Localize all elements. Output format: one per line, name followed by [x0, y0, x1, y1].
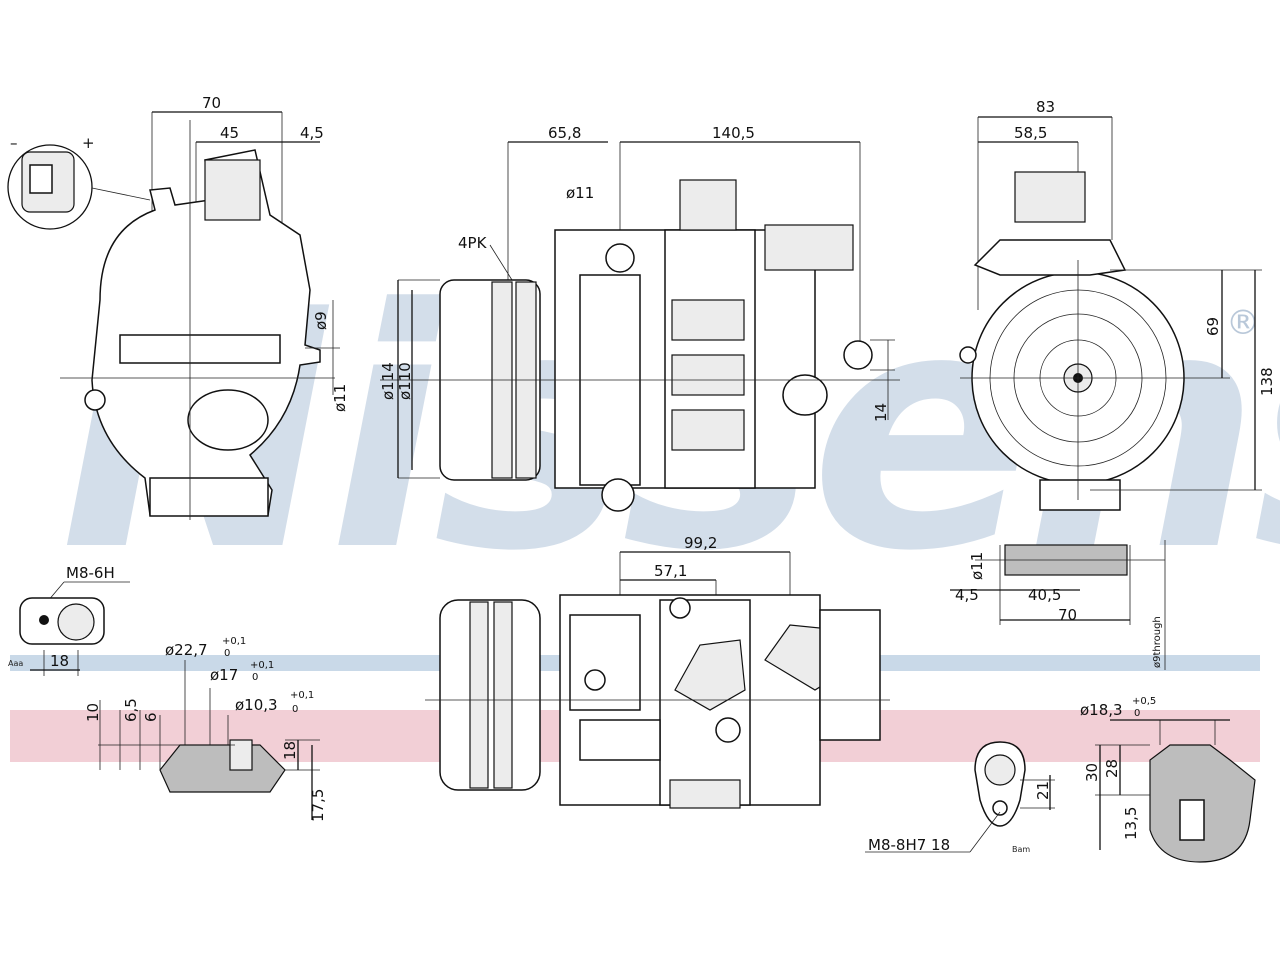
port-left-d17-tol-up: +0,1 [250, 660, 274, 671]
port-right-d18-3-tol-low: 0 [1134, 708, 1140, 719]
port-left-dim-18b: 18 [281, 741, 299, 760]
port-left-d17: ø17 [210, 666, 238, 684]
port-right-dim-28: 28 [1103, 759, 1121, 778]
bracket-detail: ø11 4,5 40,5 70 ø9through [950, 540, 1166, 670]
front-dim-45: 45 [220, 124, 239, 142]
port-right-thread-label: M8-8H7 18 [868, 836, 950, 854]
side-dim-65-8: 65,8 [548, 124, 581, 142]
front-dim-d11: ø11 [331, 384, 349, 412]
rear-dim-58-5: 58,5 [1014, 124, 1047, 142]
port-detail-left: M8-6H Aaa 18 ø22,7 +0,1 0 ø17 +0,1 0 ø10… [8, 564, 327, 822]
registered-mark: ® [1226, 303, 1260, 343]
port-left-d22-7-tol-up: +0,1 [222, 636, 246, 647]
front-dim-d9: ø9 [312, 311, 330, 330]
port-right-dim-21: 21 [1034, 781, 1052, 800]
port-left-d17-tol-low: 0 [252, 672, 258, 683]
bracket-thru-label: ø9through [1152, 616, 1163, 668]
port-right-d18-3-tol-up: +0,5 [1132, 696, 1156, 707]
port-detail-right: 21 M8-8H7 18 Bam ø18,3 +0,5 0 30 28 13,5 [865, 696, 1256, 863]
connector-detail: – + [7, 134, 151, 230]
side-dim-14: 14 [872, 403, 890, 422]
rear-dim-138: 138 [1258, 367, 1276, 396]
side-view: 65,8 140,5 ø11 4PK ø114 ø110 14 [379, 124, 900, 512]
port-right-dim-30: 30 [1083, 763, 1101, 782]
port-left-d22-7-tol-low: 0 [224, 648, 230, 659]
front-dim-70: 70 [202, 94, 221, 112]
bracket-dim-d11: ø11 [968, 552, 986, 580]
port-left-dim-17-5: 17,5 [309, 789, 327, 822]
rear-view: 83 58,5 69 138 [959, 98, 1276, 511]
port-left-d22-7: ø22,7 [165, 641, 208, 659]
port-left-dim-18: 18 [50, 652, 69, 670]
top-dim-99-2: 99,2 [684, 534, 717, 552]
side-dim-d114: ø114 [379, 362, 397, 400]
front-dim-4-5: 4,5 [300, 124, 324, 142]
port-left-d10-3: ø10,3 [235, 696, 278, 714]
side-dim-d11: ø11 [566, 184, 594, 202]
side-dim-d110: ø110 [396, 362, 414, 400]
port-left-dim-10: 10 [84, 703, 102, 722]
port-left-dim-6-5: 6,5 [122, 698, 140, 722]
bracket-dim-70: 70 [1058, 606, 1077, 624]
port-left-thread-label: M8-6H [66, 564, 115, 582]
bracket-dim-4-5: 4,5 [955, 586, 979, 604]
bracket-dim-40-5: 40,5 [1028, 586, 1061, 604]
port-left-d10-3-tol-low: 0 [292, 704, 298, 715]
rear-dim-69: 69 [1204, 317, 1222, 336]
side-dim-140-5: 140,5 [712, 124, 755, 142]
port-left-d10-3-tol-up: +0,1 [290, 690, 314, 701]
rear-dim-83: 83 [1036, 98, 1055, 116]
side-label-4pk: 4PK [458, 234, 488, 252]
port-right-tiny-label: Bam [1012, 845, 1030, 854]
connector-plus-label: + [82, 134, 95, 152]
front-view: 70 45 4,5 ø9 ø11 [60, 94, 349, 520]
port-left-tiny-label: Aaa [8, 659, 23, 668]
connector-minus-label: – [10, 134, 18, 152]
top-dim-57-1: 57,1 [654, 562, 687, 580]
port-right-d18-3: ø18,3 [1080, 701, 1123, 719]
top-view: 99,2 57,1 [425, 534, 890, 809]
port-left-dim-6: 6 [142, 712, 160, 722]
port-right-dim-13-5: 13,5 [1122, 807, 1140, 840]
